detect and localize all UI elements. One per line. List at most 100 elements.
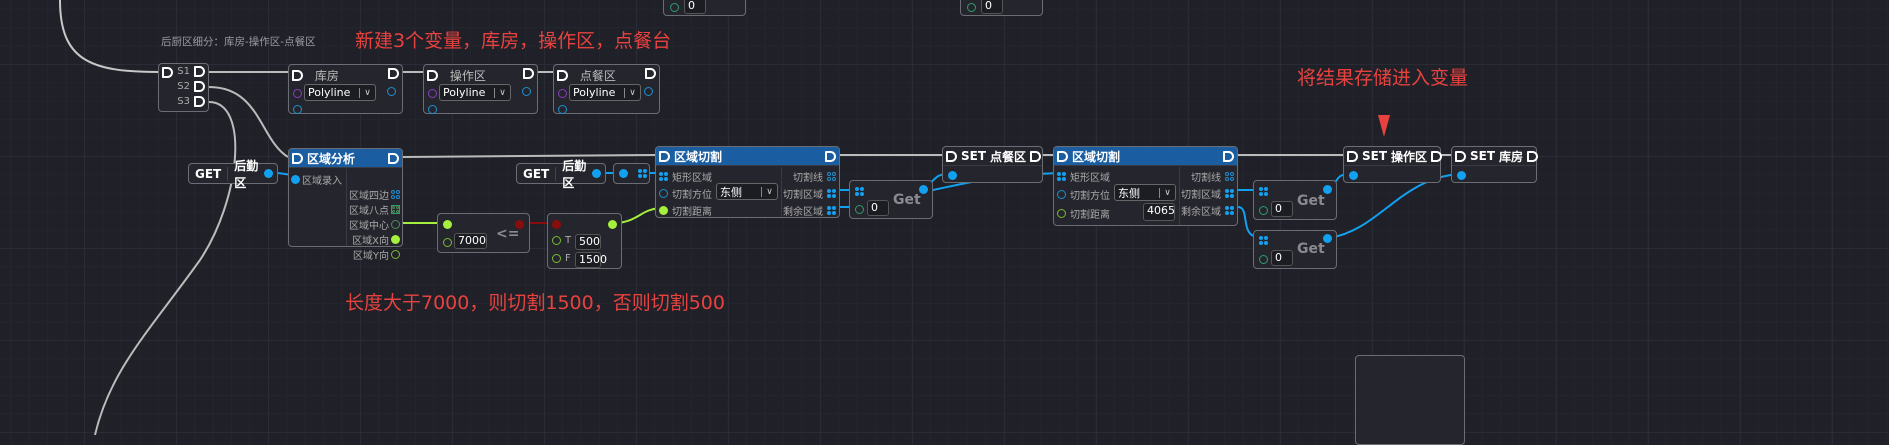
output-label: S2 [177, 81, 190, 92]
input-label: 切割距离 [672, 207, 712, 218]
chevron-down-icon: ∨ [761, 186, 777, 197]
region-cut-node-1[interactable]: 区域切割 矩形区域 切割方位 东侧∨ 切割距离 切割线 切割区域 剩余区域 [655, 146, 840, 218]
output-label: S1 [177, 66, 190, 77]
exec-in-icon [292, 70, 303, 81]
output-label: 区域中心 [349, 221, 389, 232]
get-keyword: GET [189, 166, 229, 181]
get-variable-node[interactable]: GET 后勤区 [188, 159, 278, 190]
region-cut-node-2[interactable]: 区域切割 矩形区域 切割方位 东侧∨ 切割距离 4065 切割线 切割区域 剩余… [1053, 146, 1238, 226]
type-dropdown[interactable]: Polyline∨ [304, 84, 376, 101]
input-label: 矩形区域 [672, 173, 712, 184]
compare-node[interactable]: 7000 <= [437, 213, 530, 253]
set-keyword: SET [1470, 149, 1496, 163]
variable-node-caozuoqu[interactable]: 操作区 Polyline∨ [423, 64, 538, 114]
output-label: 区域四边 [349, 191, 389, 202]
exec-out-icon[interactable] [388, 68, 399, 79]
node-title: 区域分析 [307, 151, 356, 166]
exec-out-icon[interactable] [523, 68, 534, 79]
get-index-node[interactable]: 0 Get [1253, 180, 1337, 220]
output-label: 切割区域 [783, 190, 823, 201]
output-pin[interactable] [264, 169, 273, 178]
variable-name: 后勤区 [562, 158, 587, 190]
get-index-node[interactable]: 0 Get [849, 180, 933, 219]
sequence-node[interactable]: S1 S2 S3 [158, 63, 209, 112]
direction-dropdown[interactable]: 东侧∨ [1114, 184, 1176, 201]
variable-name: 点餐区 [990, 149, 1027, 164]
partial-node[interactable]: 0 [663, 0, 746, 16]
index-input[interactable]: 0 [684, 0, 706, 14]
exec-out-icon[interactable] [1030, 150, 1042, 162]
chevron-down-icon: ∨ [494, 87, 510, 98]
node-title: Get [1297, 241, 1325, 257]
type-dropdown[interactable]: Polyline∨ [569, 84, 641, 101]
wires [59, 0, 1461, 435]
comment-label: 后厨区细分：库房-操作区-点餐区 [161, 36, 316, 48]
type-dropdown[interactable]: Polyline∨ [439, 84, 511, 101]
set-keyword: SET [1362, 149, 1388, 163]
direction-dropdown[interactable]: 东侧∨ [716, 183, 778, 200]
variable-node-diancanqu[interactable]: 点餐区 Polyline∨ [553, 64, 660, 114]
chevron-down-icon: ∨ [359, 87, 375, 98]
index-input[interactable]: 0 [867, 200, 889, 216]
exec-out-icon[interactable] [825, 150, 836, 162]
index-input[interactable]: 0 [981, 0, 1003, 14]
exec-out-icon[interactable] [194, 96, 205, 107]
input-label: 矩形区域 [1070, 173, 1110, 184]
node-title: 区域切割 [674, 149, 723, 164]
exec-out-icon[interactable] [194, 66, 205, 77]
exec-in-icon [292, 152, 303, 164]
get-index-node[interactable]: 0 Get [1253, 230, 1337, 269]
true-value-input[interactable]: 500 [575, 234, 601, 250]
false-value-input[interactable]: 1500 [575, 252, 607, 268]
node-title: Get [1297, 193, 1325, 209]
annotation-bottom: 长度大于7000，则切割1500，否则切割500 [345, 292, 725, 314]
compare-value-input[interactable]: 7000 [454, 233, 487, 249]
partial-node[interactable]: 0 [960, 0, 1043, 16]
arrow-icon [1378, 115, 1390, 137]
variable-name: 后勤区 [234, 158, 259, 190]
output-label: 区域八点 [349, 206, 389, 217]
output-label: 剩余区域 [1181, 207, 1221, 218]
convert-node[interactable] [613, 163, 650, 184]
output-label: 区域X向 [352, 236, 389, 247]
input-label: 切割方位 [672, 190, 712, 201]
chevron-down-icon: ∨ [624, 87, 640, 98]
annotation-top: 新建3个变量，库房，操作区，点餐台 [355, 30, 672, 52]
exec-in-icon [427, 70, 438, 81]
input-label: 切割方位 [1070, 191, 1110, 202]
exec-in-icon [162, 67, 173, 78]
partial-node[interactable] [1355, 355, 1465, 445]
chevron-down-icon: ∨ [1159, 187, 1175, 198]
exec-out-icon[interactable] [645, 68, 656, 79]
index-input[interactable]: 0 [1271, 250, 1293, 266]
variable-name: 操作区 [1391, 149, 1428, 164]
input-label: 切割距离 [1070, 210, 1110, 221]
variable-node-kufang[interactable]: 库房 Polyline∨ [288, 64, 403, 114]
output-label: 区域Y向 [352, 251, 389, 262]
index-input[interactable]: 0 [1271, 201, 1293, 217]
output-pin[interactable] [592, 169, 601, 178]
variable-name: 库房 [314, 69, 339, 83]
exec-out-icon[interactable] [1223, 150, 1234, 162]
select-node[interactable]: T 500 F 1500 [547, 213, 622, 269]
output-label: 切割线 [793, 173, 823, 184]
exec-out-icon[interactable] [1431, 150, 1443, 162]
exec-out-icon[interactable] [388, 152, 399, 164]
exec-out-icon[interactable] [194, 81, 205, 92]
exec-out-icon[interactable] [1527, 150, 1539, 162]
variable-name: 点餐区 [579, 69, 616, 83]
region-analysis-node[interactable]: 区域分析 区域录入 区域四边 区域八点 区域中心 区域X向 区域Y向 [288, 148, 403, 262]
node-title: 区域切割 [1072, 149, 1121, 164]
variable-name: 操作区 [449, 69, 486, 83]
input-label: 区域录入 [302, 176, 342, 187]
output-label: 剩余区域 [783, 207, 823, 218]
node-title: Get [893, 192, 921, 208]
annotation-right: 将结果存储进入变量 [1297, 67, 1469, 89]
output-label: S3 [177, 96, 190, 107]
operator-label: <= [496, 226, 520, 242]
distance-input[interactable]: 4065 [1143, 203, 1175, 221]
